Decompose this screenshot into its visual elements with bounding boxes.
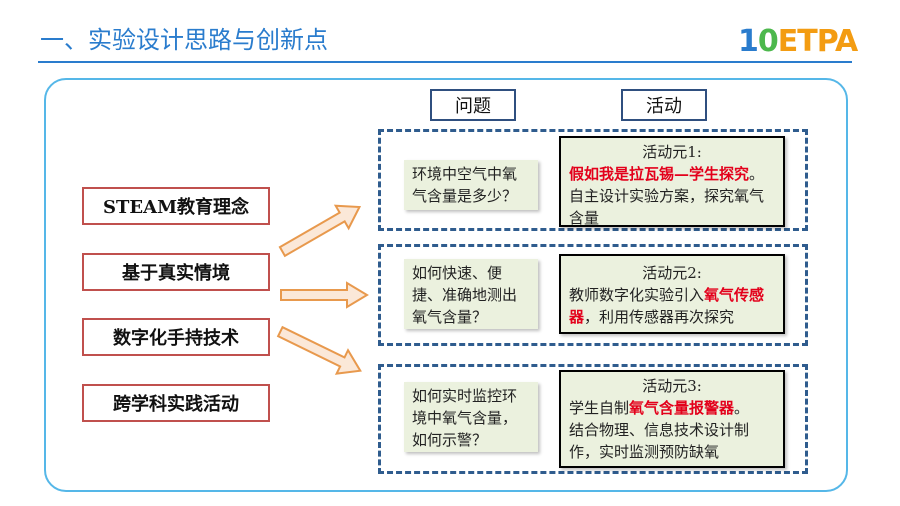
question-card-2: 如何快速、便捷、准确地测出氧气含量？	[404, 259, 538, 329]
activity-heading-3: 活动元3:	[642, 377, 702, 395]
logo-digit-0: 0	[757, 24, 779, 59]
concept-interdisciplinary: 跨学科实践活动	[82, 384, 270, 422]
concept-steam: STEAM教育理念	[82, 187, 270, 225]
page-title: 一、实验设计思路与创新点	[40, 26, 328, 54]
activity-card-1: 活动元1: 假如我是拉瓦锡—学生探究。 自主设计实验方案，探究氧气含量	[559, 136, 785, 227]
activity-punct-1: 。	[749, 165, 765, 183]
activity-group-1	[378, 129, 808, 231]
logo-digit-1: 1	[738, 24, 759, 59]
activity-text-before-2: 教师数字化实验引入	[569, 286, 705, 304]
activity-text-after-2: ，利用传感器再次探究	[584, 308, 735, 326]
activity-group-3	[378, 364, 808, 474]
activity-highlight-2: 氧气传感器	[569, 286, 765, 326]
concept-digital-handheld: 数字化手持技术	[82, 318, 270, 356]
activity-text-1: 自主设计实验方案，探究氧气含量	[569, 187, 765, 227]
arrow-up-right	[278, 204, 362, 258]
title-divider	[38, 61, 852, 63]
logo-letters: ETPA	[777, 24, 858, 59]
arrow-down-right	[276, 325, 362, 375]
activity-heading-2: 活动元2:	[642, 264, 702, 282]
etpa-logo: 10ETPA	[738, 24, 858, 59]
activity-heading-1: 活动元1:	[642, 143, 702, 161]
activity-column-header: 活动	[621, 89, 707, 121]
activity-text-3: 结合物理、信息技术设计制作，实时监测预防缺氧	[569, 421, 750, 461]
question-column-header: 问题	[430, 89, 516, 121]
activity-punct-3: 。	[734, 399, 750, 417]
activity-card-2: 活动元2: 教师数字化实验引入氧气传感器，利用传感器再次探究	[559, 254, 785, 334]
question-card-1: 环境中空气中氧气含量是多少？	[404, 160, 538, 210]
activity-group-2	[378, 244, 808, 346]
arrow-right	[280, 281, 369, 309]
activity-card-3: 活动元3: 学生自制氧气含量报警器。 结合物理、信息技术设计制作，实时监测预防缺…	[559, 370, 785, 468]
activity-highlight-3: 氧气含量报警器	[629, 399, 735, 417]
activity-highlight-1: 假如我是拉瓦锡—学生探究	[569, 165, 750, 183]
concept-real-context: 基于真实情境	[82, 253, 270, 291]
content-frame	[44, 78, 848, 492]
question-card-3: 如何实时监控环境中氧气含量，如何示警？	[404, 382, 538, 452]
activity-text-before-3: 学生自制	[569, 399, 630, 417]
